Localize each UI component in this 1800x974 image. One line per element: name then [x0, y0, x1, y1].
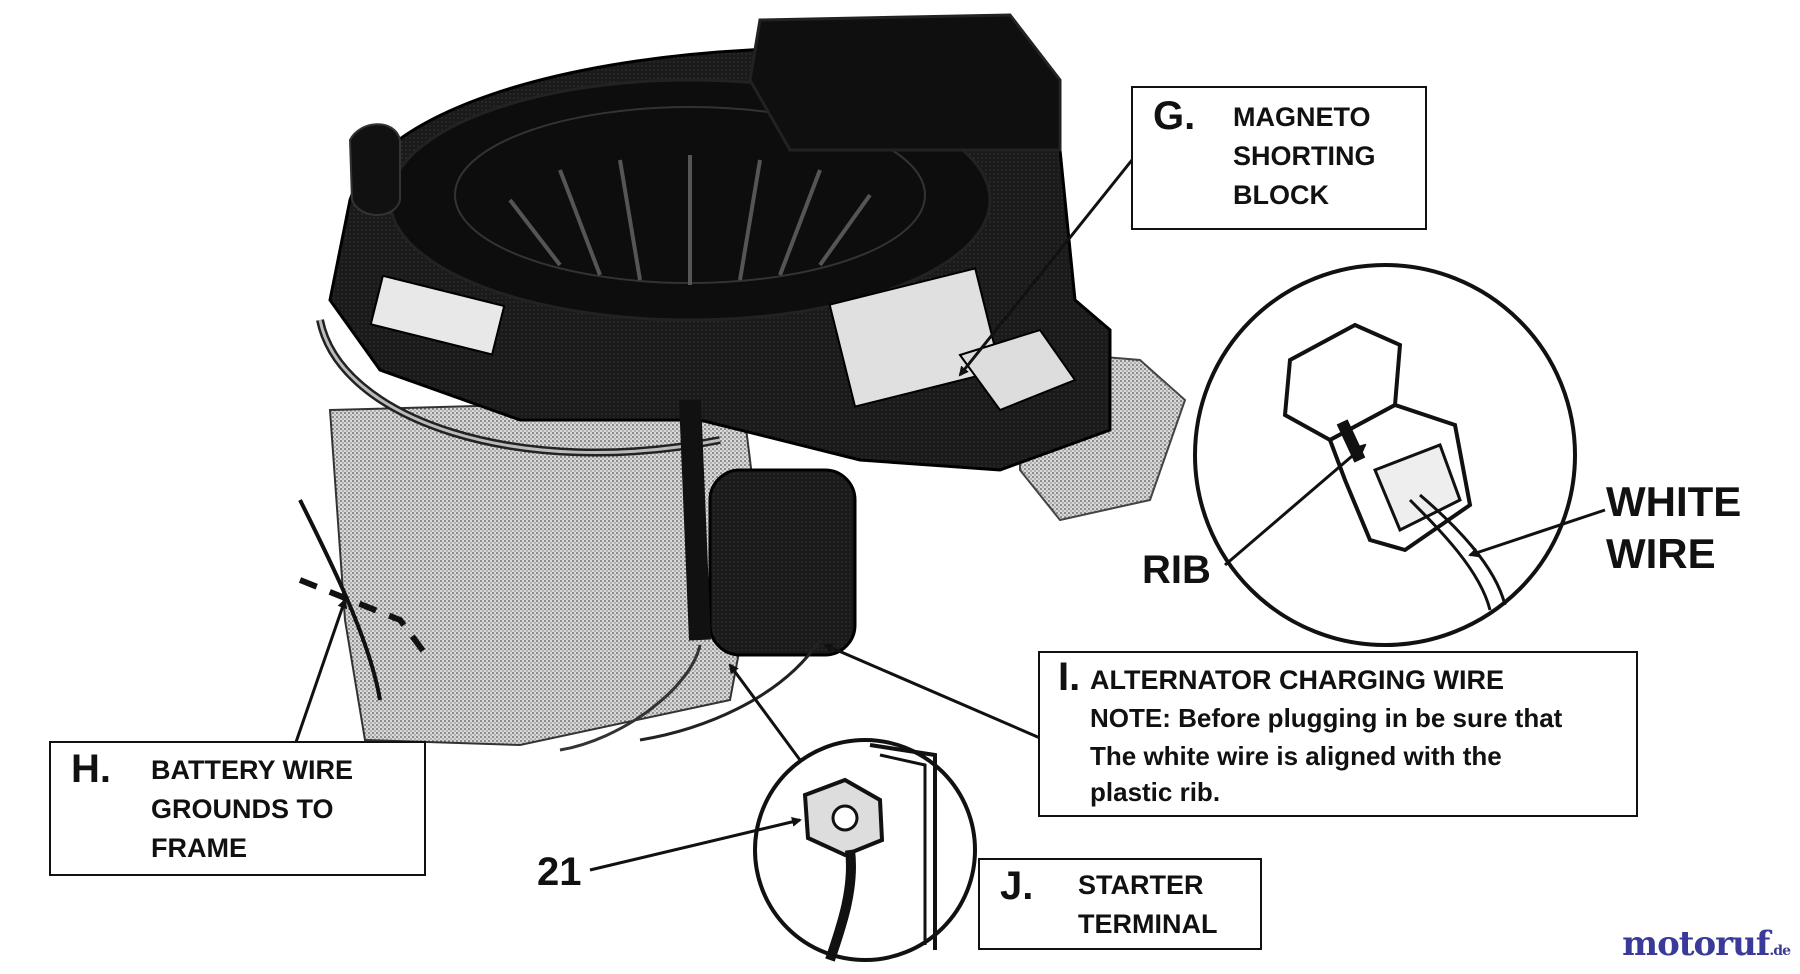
callout-g-line-1: MAGNETO	[1233, 102, 1371, 132]
callout-g-letter: G.	[1153, 94, 1196, 138]
callout-h-line-2: GROUNDS TO	[151, 794, 334, 824]
callout-h-line-3: FRAME	[151, 833, 247, 863]
arrow-white-wire	[1468, 508, 1606, 558]
terminal-detail-circle	[753, 738, 977, 962]
leader-arrows	[293, 149, 1606, 872]
decal-front	[369, 274, 506, 356]
engine-illustration	[298, 13, 1187, 752]
decal-side	[828, 267, 1002, 408]
dipstick-tube	[679, 399, 711, 641]
callout-j: J. STARTER TERMINAL	[978, 858, 1262, 950]
starter-motor	[708, 468, 857, 657]
callout-j-letter: J.	[1000, 864, 1034, 908]
callout-j-line-2: TERMINAL	[1078, 909, 1218, 939]
arrow-rib	[1224, 443, 1367, 567]
arrow-21	[589, 816, 802, 872]
air-cleaner	[748, 13, 1062, 152]
callout-g-line-2: SHORTING	[1233, 141, 1376, 171]
callout-h: H. BATTERY WIRE GROUNDS TO FRAME	[49, 741, 426, 876]
white-wire	[1408, 498, 1492, 611]
callout-i-line-2: NOTE: Before plugging in be sure that	[1090, 703, 1563, 733]
cooling-fins	[508, 155, 872, 285]
callout-h-line-1: BATTERY WIRE	[151, 755, 353, 785]
label-part-21: 21	[537, 850, 582, 894]
label-white-wire-2: WIRE	[1606, 530, 1716, 577]
arrow-h	[293, 598, 348, 746]
arrow-starter	[728, 663, 802, 761]
terminal-wire	[825, 849, 856, 962]
connector-detail	[1193, 263, 1577, 647]
arrow-g	[958, 149, 1142, 377]
callout-g: G. MAGNETO SHORTING BLOCK	[1131, 86, 1427, 230]
charging-wire	[639, 639, 822, 742]
label-rib: RIB	[1142, 548, 1211, 592]
watermark-suffix: .de	[1769, 943, 1791, 959]
battery-wire	[298, 499, 382, 701]
callout-h-letter: H.	[71, 747, 111, 791]
watermark-brand: motoruf	[1622, 924, 1770, 964]
callout-i: I. ALTERNATOR CHARGING WIRE NOTE: Before…	[1038, 651, 1638, 817]
callout-j-line-1: STARTER	[1078, 870, 1204, 900]
callout-i-line-4: plastic rib.	[1090, 777, 1221, 807]
label-white-wire-1: WHITE	[1606, 478, 1742, 525]
lifting-handle	[348, 123, 401, 216]
starter-terminal-detail	[753, 738, 977, 962]
ground-wire	[298, 577, 433, 662]
arrow-i	[823, 643, 1041, 740]
magneto-block	[958, 328, 1077, 412]
callout-g-line-3: BLOCK	[1233, 180, 1329, 210]
motoruf-watermark: motoruf.de	[1622, 924, 1791, 964]
callout-i-line-3: The white wire is aligned with the	[1090, 741, 1502, 771]
callout-i-letter: I.	[1058, 655, 1081, 699]
callout-i-line-1: ALTERNATOR CHARGING WIRE	[1090, 665, 1504, 695]
